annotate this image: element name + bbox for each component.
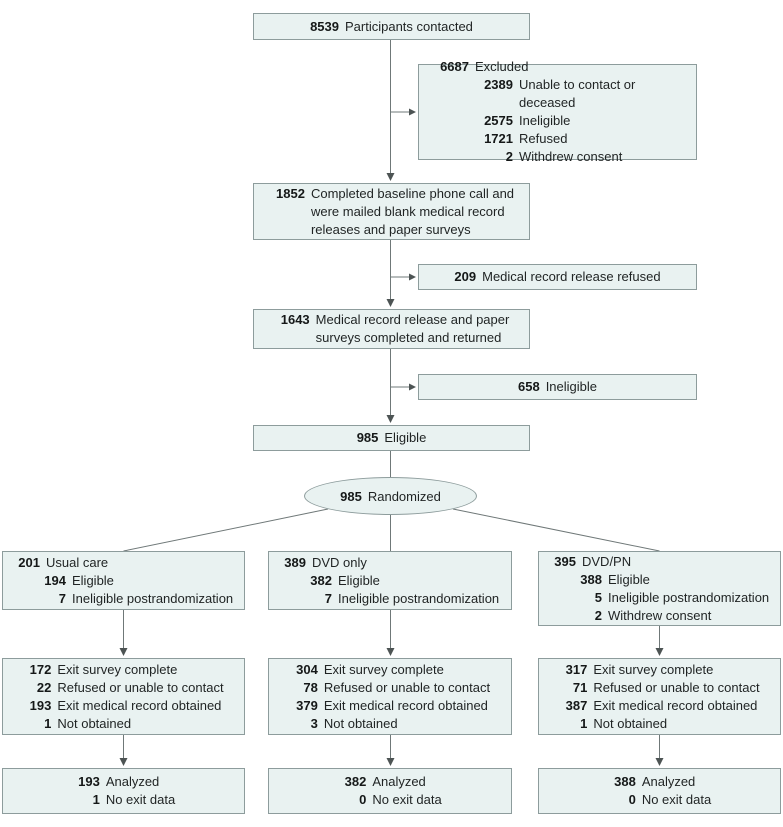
box-participants-contacted: 8539 Participants contacted [253,13,530,40]
count: 71 [572,679,588,695]
box-exit-usual-care: 172 Exit survey complete 22 Refused or una… [2,658,245,735]
count: 1721 [484,131,513,146]
count: 382 [344,774,367,789]
label: Withdrew consent [519,149,623,164]
label: Eligible [338,572,380,588]
count: 985 [356,430,379,445]
label: Exit medical record obtained [593,697,758,713]
label: Medical record release and paper surveys… [315,312,510,345]
label: Completed baseline phone call and were m… [310,185,515,237]
box-release-refused: 209 Medical record release refused [418,264,697,290]
count: 1643 [280,312,310,327]
count: 1852 [276,185,305,201]
box-eligible: 985 Eligible [253,425,530,451]
count: 1 [92,792,100,807]
count: 3 [310,715,318,731]
label: Eligible [384,430,427,445]
label: Usual care [46,554,109,570]
label: Not obtained [323,715,398,731]
ellipse-randomized: 985 Randomized [304,477,477,515]
count: 0 [628,792,636,807]
label: Not obtained [593,715,668,731]
label: Excluded [475,59,529,74]
count: 7 [58,590,66,606]
count: 2 [505,149,513,164]
box-arm-dvd-pn: 395 DVD/PN 388 Eligible 5 Ineligible postra… [538,551,781,626]
label: Ineligible [545,379,598,394]
label: Exit survey complete [323,661,444,677]
label: Exit survey complete [593,661,714,677]
label: Refused or unable to contact [323,679,491,695]
label: Withdrew consent [608,607,712,623]
count: 193 [29,697,52,713]
count: 382 [310,572,332,588]
count: 2575 [484,113,513,128]
label: Not obtained [57,715,132,731]
label: Ineligible [519,113,571,128]
count: 2389 [484,77,513,92]
label: Exit survey complete [57,661,178,677]
label: DVD/PN [582,553,632,569]
label: Medical record release refused [482,269,661,284]
count: 1 [44,715,52,731]
label: Refused or unable to contact [57,679,224,695]
count: 5 [594,589,602,605]
count: 7 [324,590,332,606]
box-exit-dvd-only: 304 Exit survey complete 78 Refused or una… [268,658,512,735]
count: 172 [29,661,52,677]
count: 22 [36,679,52,695]
box-arm-dvd-only: 389 DVD only 382 Eligible 7 Ineligible post… [268,551,512,610]
count: 194 [44,572,66,588]
count: 389 [284,554,306,570]
label: No exit data [105,792,176,807]
count: 6687 [440,59,469,74]
box-baseline-completed: 1852 Completed baseline phone call and we… [253,183,530,240]
count: 317 [565,661,588,677]
label: Ineligible postrandomization [338,590,500,606]
label: Eligible [72,572,114,588]
label: Randomized [367,488,441,504]
count: 985 [340,488,362,504]
count: 658 [517,379,540,394]
box-excluded: 6687 Excluded 2389 Unable to contact or de… [418,59,697,164]
count: 193 [78,774,100,789]
label: Ineligible postrandomization [72,590,234,606]
count: 0 [359,792,367,807]
count: 201 [18,554,40,570]
count: 1 [580,715,588,731]
count: 388 [614,774,636,789]
box-ineligible: 658 Ineligible [418,374,697,400]
count: 304 [296,661,318,677]
label: Exit medical record obtained [323,697,488,713]
box-analyzed-usual-care: 193 Analyzed 1 No exit data [2,768,245,814]
count: 209 [454,269,477,284]
label: Ineligible postrandomization [608,589,770,605]
label: Analyzed [641,774,696,789]
label: DVD only [312,554,367,570]
label: No exit data [641,792,712,807]
label: Participants contacted [345,18,473,34]
box-exit-dvd-pn: 317 Exit survey complete 71 Refused or una… [538,658,781,735]
box-surveys-returned: 1643 Medical record release and paper sur… [253,309,530,349]
label: Analyzed [105,774,160,789]
count: 387 [565,697,588,713]
count: 8539 [310,18,339,34]
count: 388 [580,571,602,587]
count: 395 [554,553,576,569]
box-analyzed-dvd-only: 382 Analyzed 0 No exit data [268,768,512,814]
label: Refused [519,131,568,146]
count: 2 [594,607,602,623]
count: 379 [296,697,318,713]
label: Refused or unable to contact [593,679,760,695]
label: Analyzed [372,774,426,789]
label: Unable to contact or deceased [519,77,636,110]
box-analyzed-dvd-pn: 388 Analyzed 0 No exit data [538,768,781,814]
box-arm-usual-care: 201 Usual care 194 Eligible 7 Ineligible po… [2,551,245,610]
count: 78 [303,679,318,695]
label: Eligible [608,571,650,587]
label: No exit data [372,792,442,807]
label: Exit medical record obtained [57,697,222,713]
